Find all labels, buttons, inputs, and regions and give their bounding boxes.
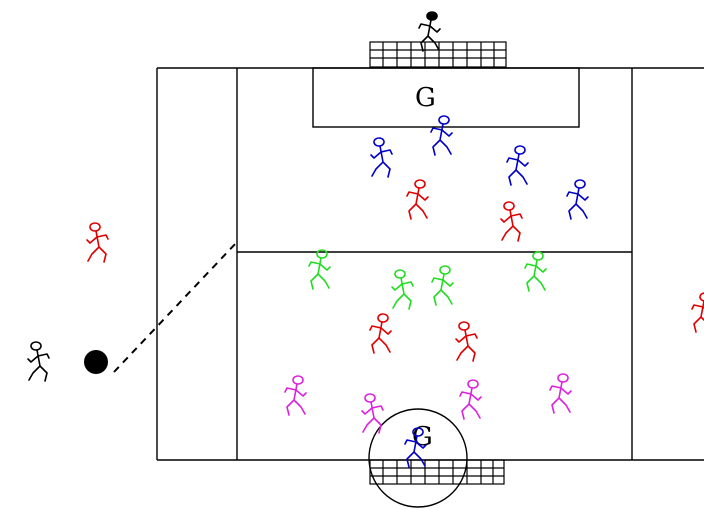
player-green-10 — [391, 269, 414, 310]
player-red-7 — [500, 201, 523, 242]
bottom-goal-net — [369, 459, 505, 485]
throw-path — [113, 241, 238, 373]
players — [27, 11, 704, 468]
player-magenta-17 — [361, 393, 384, 434]
player-magenta-16 — [284, 375, 307, 416]
top-goal-label: G — [415, 83, 436, 113]
player-black-1 — [418, 11, 441, 52]
top-goal-area — [312, 67, 580, 128]
player-black-21 — [27, 341, 50, 382]
player-green-9 — [308, 249, 331, 290]
player-blue-5 — [566, 179, 589, 220]
player-red-14 — [455, 321, 478, 362]
player-red-13 — [369, 313, 392, 354]
bottom-goal-circle — [368, 408, 468, 508]
player-magenta-18 — [459, 379, 482, 420]
player-blue-4 — [506, 145, 529, 186]
player-red-6 — [406, 179, 429, 220]
player-blue-20 — [404, 427, 427, 468]
player-blue-2 — [370, 137, 393, 178]
ball — [84, 350, 108, 374]
field-lines — [156, 67, 704, 508]
player-green-12 — [524, 251, 547, 292]
player-blue-3 — [430, 115, 453, 156]
bottom-goal-label: G — [412, 422, 433, 452]
player-green-11 — [431, 265, 454, 306]
player-red-8 — [86, 222, 109, 263]
top-goal-net — [369, 41, 507, 68]
player-magenta-19 — [549, 373, 572, 414]
player-red-15 — [691, 292, 704, 333]
